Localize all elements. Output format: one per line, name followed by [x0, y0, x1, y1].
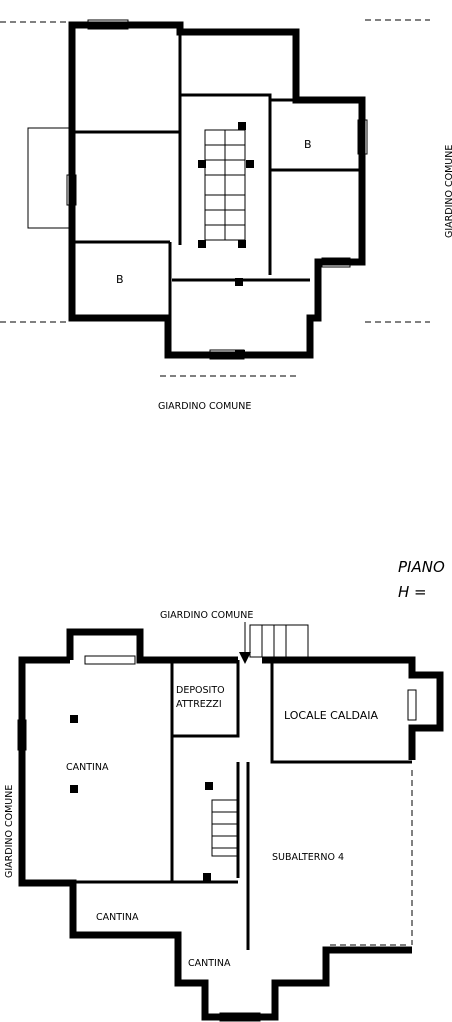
entrance-steps: [249, 624, 309, 658]
cantina-bottom-label: CANTINA: [188, 958, 231, 969]
pillar: [238, 240, 246, 248]
deposito-label-line2: ATTREZZI: [176, 699, 222, 710]
locale-caldaia-label: LOCALE CALDAIA: [284, 709, 379, 722]
interior-stair: [211, 799, 239, 857]
pillar: [235, 350, 245, 358]
pillar: [70, 715, 78, 723]
entry-arrow-head: [239, 652, 251, 664]
garden-top-label: GIARDINO COMUNE: [160, 610, 253, 621]
room-b-right-label: B: [304, 138, 312, 151]
floor-title: PIANO: [398, 558, 445, 576]
pillar: [246, 160, 254, 168]
pillar: [198, 240, 206, 248]
pillar: [238, 122, 246, 130]
room-b-left-label: B: [116, 273, 124, 286]
pillar: [205, 782, 213, 790]
garden-left-label: GIARDINO COMUNE: [4, 785, 15, 878]
window-marks: [66, 19, 368, 360]
cantina-main-label: CANTINA: [66, 762, 109, 773]
garden-right-label: GIARDINO COMUNE: [444, 145, 452, 238]
balcony-outline: [27, 127, 71, 229]
upper-outer-wall: [68, 21, 366, 359]
pillar: [198, 160, 206, 168]
pillar: [203, 873, 211, 881]
lower-inner-walls: [73, 660, 412, 950]
upper-staircase: [204, 129, 246, 241]
upper-floor-plan: B B GIARDINO COMUNE GIARDINO COMUNE: [0, 19, 452, 412]
window-marks: [17, 655, 417, 1022]
garden-bottom-label: GIARDINO COMUNE: [158, 401, 251, 412]
cantina-left-label: CANTINA: [96, 912, 139, 923]
deposito-label-line1: DEPOSITO: [176, 685, 225, 696]
pillar: [235, 278, 243, 286]
subalterno-label: SUBALTERNO 4: [272, 852, 344, 863]
lower-floor-plan: PIANO H = GIARDINO COMUNE: [4, 558, 445, 1022]
pillar: [70, 785, 78, 793]
height-label: H =: [398, 583, 427, 601]
